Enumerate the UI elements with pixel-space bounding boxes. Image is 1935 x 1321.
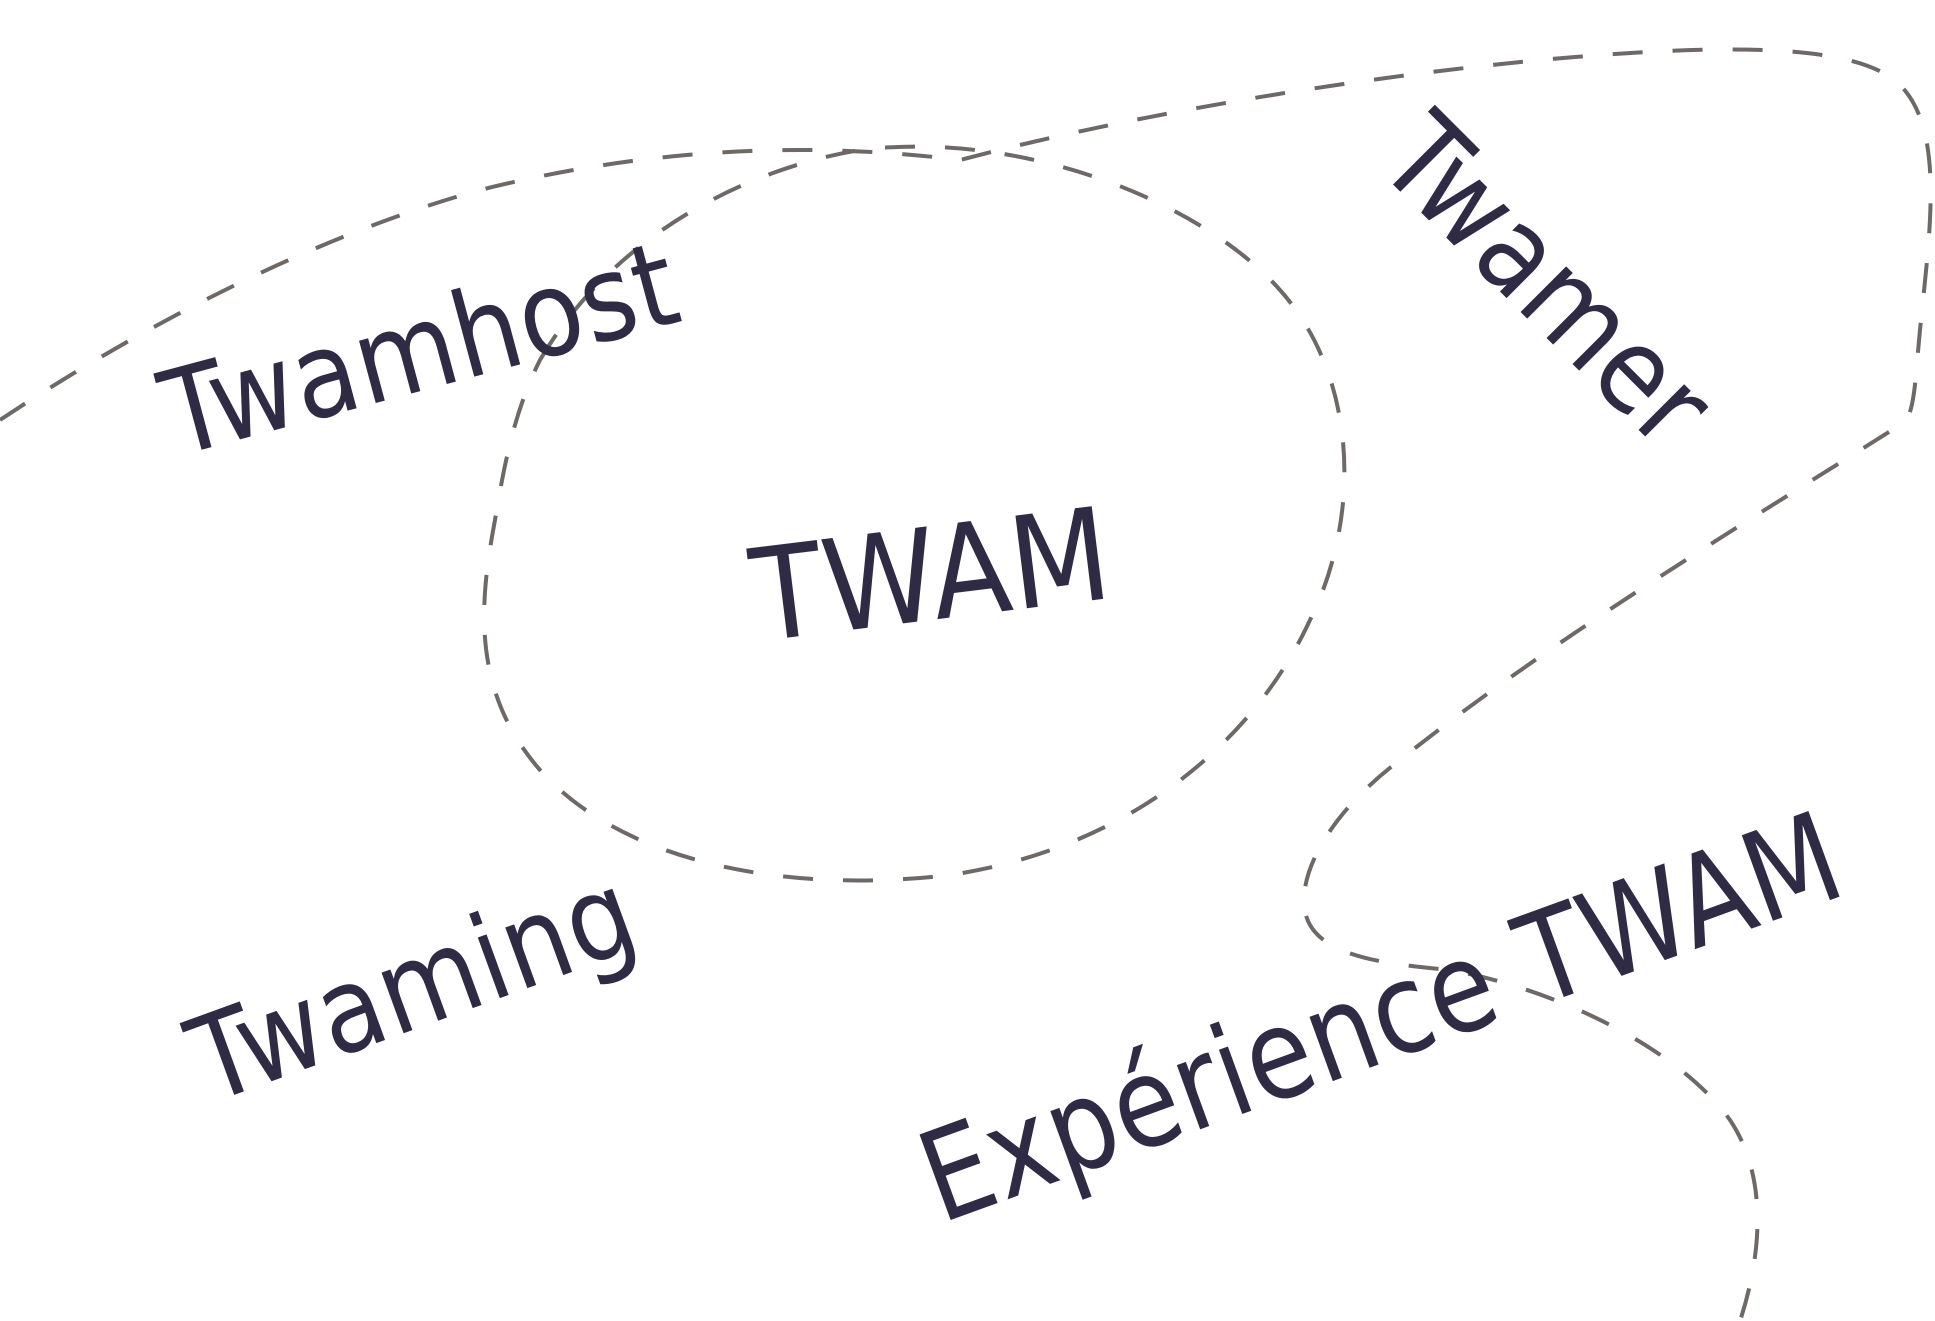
central-loop-path	[482, 144, 1347, 883]
outer-loop-path	[0, 47, 1933, 1321]
